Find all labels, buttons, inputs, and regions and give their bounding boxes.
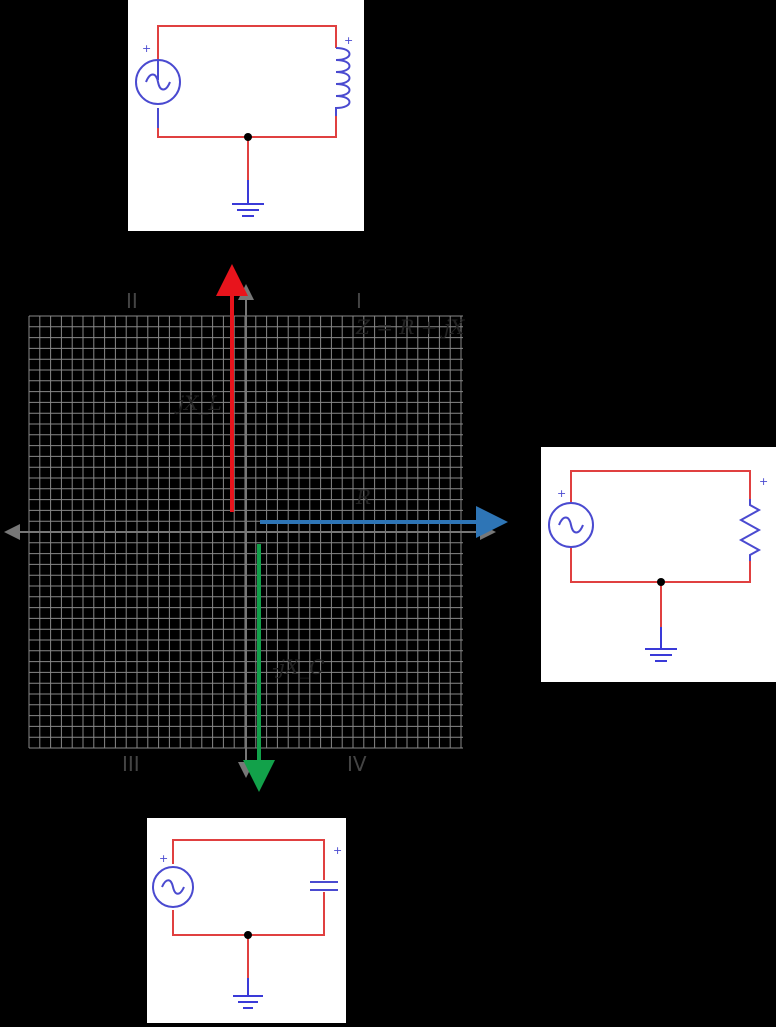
- resistor-circuit-panel: + +: [541, 447, 776, 682]
- quadrant-iv-label: IV: [347, 752, 367, 776]
- resistor-polarity-label: +: [759, 475, 768, 488]
- inductive-reactance-label: jX_L: [174, 391, 222, 415]
- source-polarity-label: +: [142, 42, 151, 55]
- ground-icon: [233, 978, 263, 1009]
- quadrant-i-label: I: [356, 289, 362, 313]
- ac-source-icon: [548, 502, 594, 548]
- source-polarity-label: +: [557, 487, 566, 500]
- inductor-polarity-label: +: [344, 34, 353, 47]
- quadrant-iii-label: III: [122, 752, 140, 776]
- capacitor-icon: [310, 881, 338, 891]
- ac-source-icon: [135, 59, 181, 105]
- source-polarity-label: +: [159, 852, 168, 865]
- inductor-circuit-panel: + +: [128, 0, 364, 231]
- capacitor-polarity-label: +: [333, 844, 342, 857]
- ground-icon: [232, 180, 264, 217]
- capacitor-circuit-panel: + +: [147, 818, 346, 1023]
- resistance-label: R: [355, 485, 371, 509]
- inductor-icon: [335, 47, 351, 116]
- quadrant-ii-label: II: [126, 289, 138, 313]
- resistor-icon: [738, 499, 762, 561]
- capacitive-reactance-label: -jX_C: [272, 655, 325, 679]
- impedance-label: Z = R + jX: [355, 315, 465, 339]
- ac-source-icon: [152, 866, 194, 908]
- ground-icon: [645, 627, 677, 662]
